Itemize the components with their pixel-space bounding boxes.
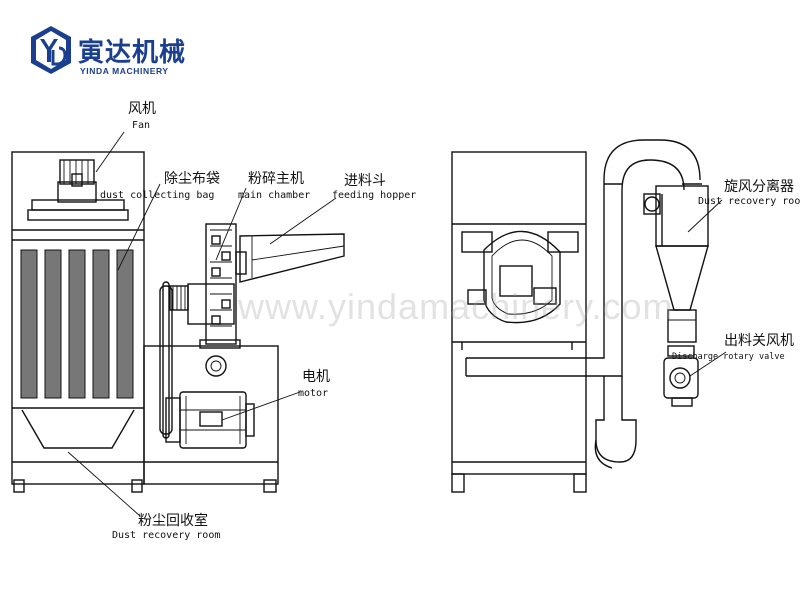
right-grinder bbox=[461, 230, 579, 350]
dust-collector-cabinet bbox=[11, 151, 145, 493]
motor bbox=[165, 391, 255, 449]
label-valve-en: Discharge rotary valve bbox=[672, 352, 785, 362]
label-hopper-cn: 进料斗 bbox=[344, 173, 386, 189]
fan-unit bbox=[27, 159, 129, 221]
right-cabinet bbox=[451, 151, 587, 493]
label-valve-cn: 出料关风机 bbox=[724, 333, 794, 349]
label-motor-cn: 电机 bbox=[302, 369, 330, 385]
label-cyclone-cn: 旋风分离器 bbox=[724, 179, 794, 195]
leader-lines bbox=[67, 131, 727, 517]
hexagon-logo-icon bbox=[31, 26, 71, 74]
label-bag-cn: 除尘布袋 bbox=[164, 171, 220, 187]
logo-english-text: YINDA MACHINERY bbox=[80, 66, 169, 76]
watermark-text: www.yindamachinery.com bbox=[238, 286, 674, 327]
label-recovery-en: Dust recovery room bbox=[112, 530, 221, 541]
label-motor-en: motor bbox=[298, 388, 329, 399]
grinder-base-frame bbox=[143, 345, 279, 493]
label-main-cn: 粉碎主机 bbox=[248, 171, 304, 187]
discharge-rotary-valve bbox=[663, 345, 699, 407]
label-fan-en: Fan bbox=[132, 120, 151, 131]
label-cyclone-en: Dust recovery room bbox=[698, 196, 800, 207]
feeding-hopper bbox=[235, 233, 345, 283]
label-fan-cn: 风机 bbox=[128, 101, 156, 117]
cyclone-separator bbox=[643, 185, 709, 343]
dust-collecting-bags bbox=[20, 249, 134, 399]
label-bag-en: dust collecting bag bbox=[100, 190, 215, 201]
label-hopper-en: feeding hopper bbox=[332, 190, 417, 201]
conveying-pipe bbox=[465, 139, 702, 469]
belt-drive bbox=[159, 281, 189, 439]
brand-logo: 寅达机械 YINDA MACHINERY bbox=[28, 24, 198, 84]
main-chamber bbox=[187, 223, 241, 377]
logo-chinese-text: 寅达机械 bbox=[78, 38, 187, 68]
label-recovery-cn: 粉尘回收室 bbox=[138, 513, 208, 529]
label-main-en: main chamber bbox=[238, 190, 311, 201]
